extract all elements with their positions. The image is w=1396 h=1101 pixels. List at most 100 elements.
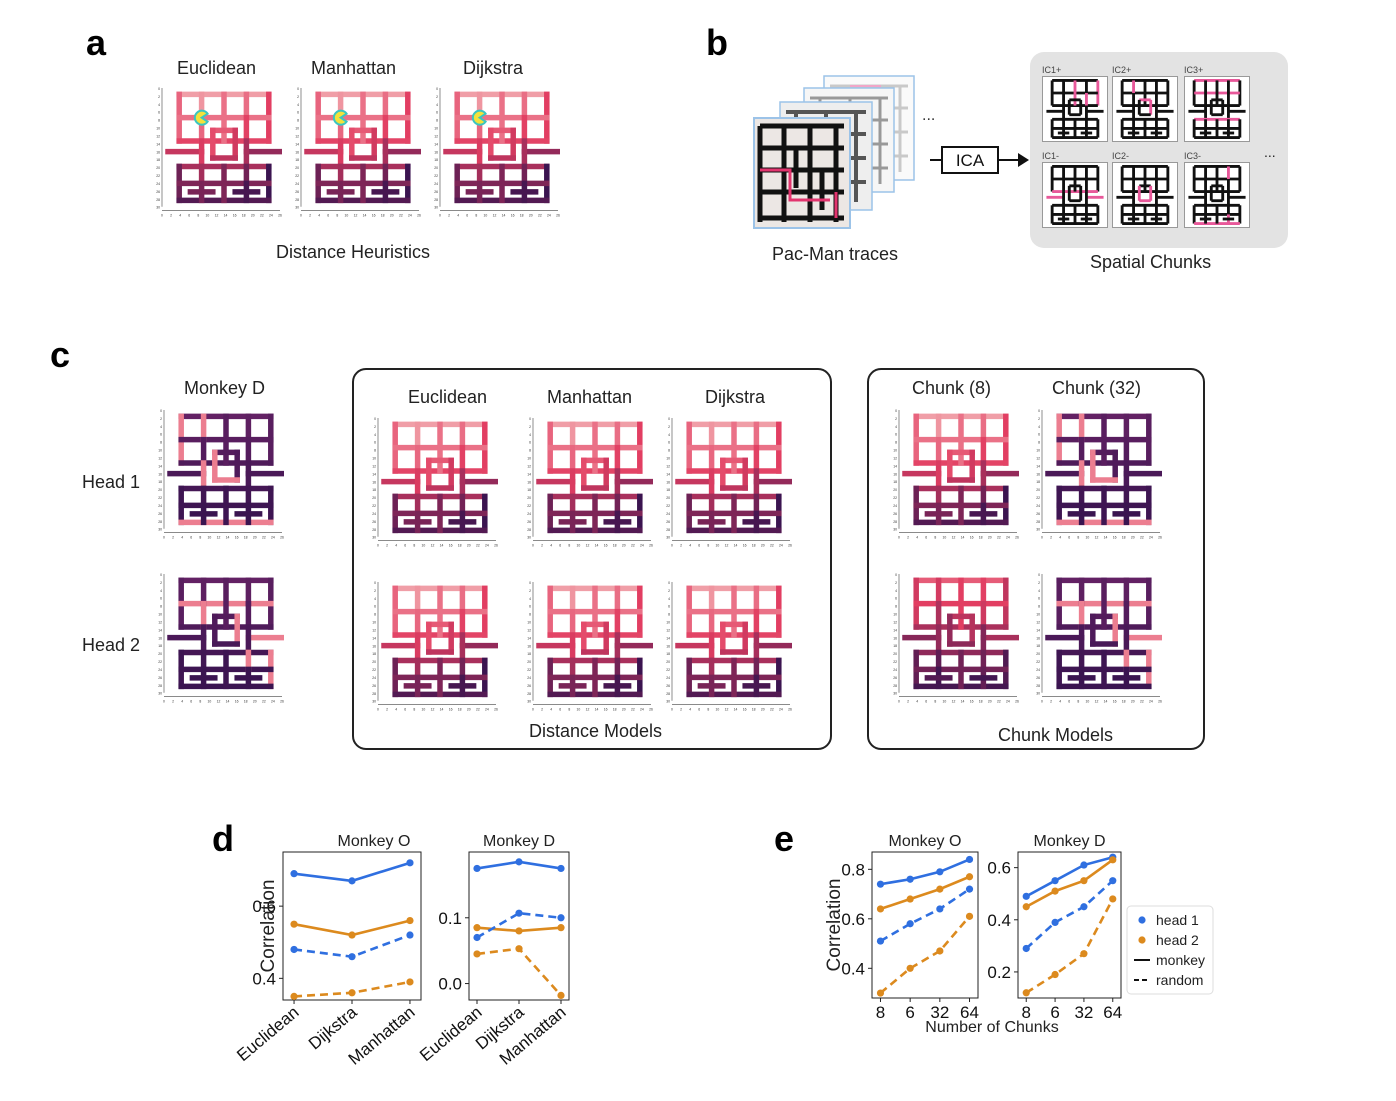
data-point (906, 920, 914, 928)
svg-text:22: 22 (893, 496, 897, 500)
svg-text:8: 8 (529, 449, 531, 453)
data-point (557, 864, 565, 873)
svg-text:0: 0 (377, 544, 379, 548)
svg-text:10: 10 (715, 708, 719, 712)
svg-text:2: 2 (386, 544, 388, 548)
svg-text:22: 22 (770, 708, 774, 712)
svg-text:18: 18 (244, 536, 248, 540)
svg-text:14: 14 (434, 142, 438, 146)
svg-text:10: 10 (372, 621, 376, 625)
svg-text:2: 2 (680, 708, 682, 712)
svg-text:26: 26 (1036, 676, 1040, 680)
svg-text:12: 12 (893, 620, 897, 624)
svg-text:22: 22 (476, 708, 480, 712)
data-point (290, 945, 298, 954)
legend-marker-head1 (1138, 916, 1146, 924)
legend-label: head 1 (1156, 912, 1199, 928)
svg-text:24: 24 (408, 214, 412, 218)
svg-text:0: 0 (1041, 536, 1043, 540)
legend-label: random (1156, 972, 1203, 988)
data-point (965, 885, 974, 893)
svg-text:18: 18 (458, 708, 462, 712)
panel-b-traces-caption: Pac-Man traces (772, 244, 899, 264)
data-point (1051, 877, 1059, 885)
svg-text:6: 6 (297, 111, 299, 115)
svg-text:10: 10 (372, 457, 376, 461)
series-line-head1-random (476, 911, 562, 939)
data-point (1022, 892, 1030, 900)
svg-text:8: 8 (413, 544, 415, 548)
svg-text:16: 16 (1113, 700, 1117, 704)
x-tick-label: Dijkstra (305, 1002, 361, 1053)
svg-text:18: 18 (295, 158, 299, 162)
svg-text:24: 24 (640, 544, 644, 548)
chunk-title-32: Chunk (32) (1052, 378, 1142, 398)
chart-title: Monkey D (1033, 833, 1105, 850)
series-line-head2-monkey (880, 875, 971, 911)
svg-text:26: 26 (494, 708, 498, 712)
svg-text:12: 12 (1095, 700, 1099, 704)
svg-text:12: 12 (666, 628, 670, 632)
svg-text:4: 4 (916, 536, 918, 540)
svg-text:18: 18 (1122, 536, 1126, 540)
data-point (876, 989, 885, 997)
svg-text:6: 6 (1038, 597, 1040, 601)
data-point (557, 924, 565, 932)
svg-text:14: 14 (440, 544, 444, 548)
svg-text:20: 20 (666, 660, 670, 664)
panel-letter-a: a (86, 22, 107, 63)
svg-text:2: 2 (160, 417, 162, 421)
svg-text:10: 10 (205, 214, 209, 218)
svg-text:30: 30 (666, 536, 670, 540)
svg-text:12: 12 (725, 708, 729, 712)
distance-models-frame (352, 368, 832, 750)
svg-text:24: 24 (485, 544, 489, 548)
svg-text:22: 22 (158, 660, 162, 664)
data-point (965, 855, 974, 864)
svg-text:18: 18 (158, 480, 162, 484)
svg-text:8: 8 (1038, 605, 1040, 609)
svg-text:22: 22 (295, 174, 299, 178)
svg-text:6: 6 (668, 605, 670, 609)
svg-text:6: 6 (160, 597, 162, 601)
data-point (473, 864, 481, 873)
svg-text:24: 24 (640, 708, 644, 712)
svg-text:8: 8 (934, 536, 936, 540)
spatial-chunk-thumbnail (1112, 162, 1178, 228)
series-line-head1-random (1025, 879, 1114, 950)
svg-text:28: 28 (372, 528, 376, 532)
svg-text:2: 2 (1050, 536, 1052, 540)
svg-text:14: 14 (1036, 628, 1040, 632)
svg-text:4: 4 (395, 708, 397, 712)
data-point (1022, 944, 1030, 953)
svg-text:20: 20 (527, 660, 531, 664)
svg-text:12: 12 (527, 464, 531, 468)
svg-text:30: 30 (527, 536, 531, 540)
svg-text:0: 0 (436, 87, 438, 91)
svg-text:0: 0 (297, 87, 299, 91)
data-point (965, 873, 974, 881)
svg-text:2: 2 (895, 417, 897, 421)
svg-text:10: 10 (942, 700, 946, 704)
svg-text:2: 2 (297, 95, 299, 99)
svg-text:30: 30 (1036, 528, 1040, 532)
svg-text:0: 0 (668, 417, 670, 421)
svg-text:24: 24 (269, 214, 273, 218)
svg-text:16: 16 (893, 636, 897, 640)
x-tick-label: Euclidean (233, 1003, 302, 1066)
svg-text:0: 0 (160, 409, 162, 413)
svg-text:0: 0 (374, 581, 376, 585)
svg-text:18: 18 (1122, 700, 1126, 704)
svg-text:2: 2 (1038, 417, 1040, 421)
svg-text:10: 10 (1085, 536, 1089, 540)
svg-text:22: 22 (666, 504, 670, 508)
svg-text:22: 22 (527, 668, 531, 672)
y-tick-label: 0.6 (252, 897, 276, 916)
svg-text:20: 20 (622, 708, 626, 712)
svg-text:4: 4 (668, 433, 670, 437)
